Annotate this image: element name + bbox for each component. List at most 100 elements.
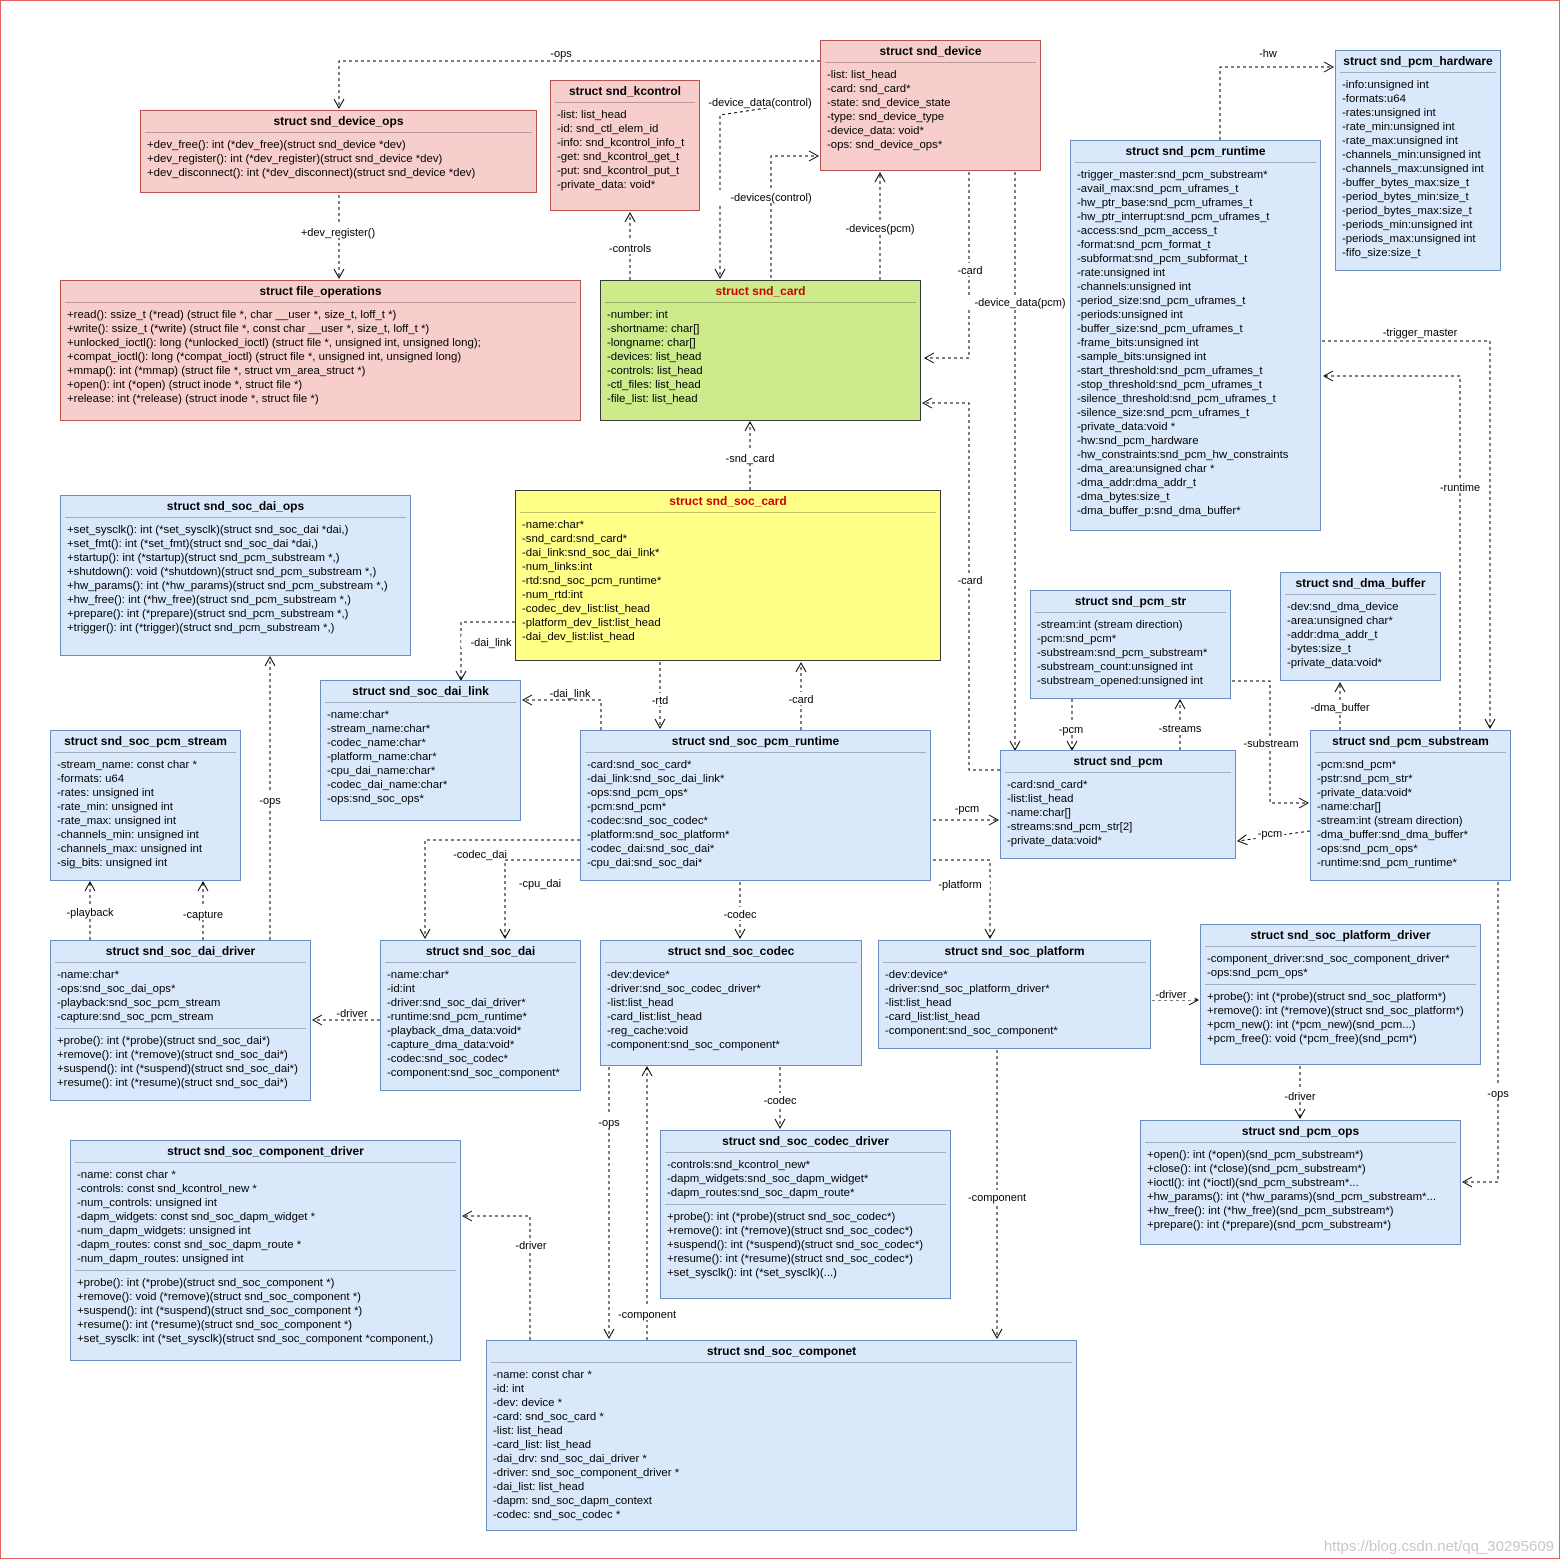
class-member: +remove(): int (*remove)(struct snd_soc_… <box>57 1049 288 1061</box>
class-box-snd-soc-codec-driver: struct snd_soc_codec_driver-controls:snd… <box>660 1130 951 1299</box>
class-box-snd-pcm-substream: struct snd_pcm_substream-pcm:snd_pcm*-ps… <box>1310 730 1511 881</box>
class-member: -buffer_bytes_max:size_t <box>1342 177 1470 189</box>
class-member: -pcm:snd_pcm* <box>587 801 667 813</box>
class-member: -dma_buffer:snd_dma_buffer* <box>1317 829 1468 841</box>
class-member: +resume(): int (*resume)(struct snd_soc_… <box>57 1077 288 1089</box>
edge-label-bg <box>783 692 819 705</box>
class-member: -dev: device * <box>493 1397 563 1409</box>
class-member: +remove(): int (*remove)(struct snd_soc_… <box>1207 1005 1464 1017</box>
class-member: +dev_free(): int (*dev_free)(struct snd_… <box>147 139 406 151</box>
class-box-snd-soc-pcm-runtime: struct snd_soc_pcm_runtime-card:snd_soc_… <box>580 730 931 881</box>
class-member: -number: int <box>607 309 668 321</box>
class-member: -list: list_head <box>557 109 627 121</box>
class-member: -get: snd_kcontrol_get_t <box>557 151 680 163</box>
edge-label-bg <box>1238 736 1304 749</box>
class-member: -platform:snd_soc_platform* <box>587 829 730 841</box>
class-attributes: -name:char*-stream_name:char*-codec_name… <box>321 703 520 810</box>
class-title: struct snd_dma_buffer <box>1295 576 1426 590</box>
edge-label: -component <box>968 1192 1026 1204</box>
section-divider <box>55 962 306 963</box>
edge-label: -pcm <box>955 803 979 815</box>
class-attributes: +read(): ssize_t (*read) (struct file *,… <box>61 303 580 410</box>
class-title: struct snd_soc_dai_driver <box>105 944 256 958</box>
class-box-snd-soc-dai: struct snd_soc_dai -name:char*-id:int-dri… <box>380 940 581 1091</box>
class-title: struct snd_soc_dai_ops <box>166 499 305 513</box>
edge-label-bg <box>1056 722 1086 735</box>
class-member: -access:snd_pcm_access_t <box>1077 225 1217 237</box>
class-member: +set_sysclk: int (*set_sysclk)(struct sn… <box>77 1333 434 1345</box>
class-box-snd-pcm-ops: struct snd_pcm_ops+open(): int (*open)(s… <box>1140 1120 1461 1245</box>
edge-label: -card <box>957 265 982 277</box>
class-member: -ops:snd_soc_ops* <box>327 793 424 805</box>
class-member: -private_data:void* <box>1317 787 1412 799</box>
section-divider <box>1340 72 1496 73</box>
section-divider <box>491 1362 1072 1363</box>
class-member: -codec_dai_name:char* <box>327 779 448 791</box>
class-title: struct snd_device <box>879 44 982 58</box>
class-member: -ops:snd_pcm_ops* <box>587 787 688 799</box>
class-member: -longname: char[] <box>607 337 696 349</box>
class-member: -private_data:void* <box>1007 835 1102 847</box>
class-member: +probe(): int (*probe)(struct snd_soc_co… <box>77 1277 335 1289</box>
class-title: struct snd_pcm_hardware <box>1343 54 1493 68</box>
class-member: -controls: list_head <box>607 365 703 377</box>
class-member: -codec_name:char* <box>327 737 426 749</box>
class-member: +close(): int (*close)(snd_pcm_substream… <box>1147 1163 1366 1175</box>
class-member: +release: int (*release) (struct inode *… <box>67 393 319 405</box>
class-member: -hw_constraints:snd_pcm_hw_constraints <box>1077 449 1289 461</box>
edge-label-bg <box>328 1006 376 1019</box>
class-member: -dapm_routes:snd_soc_dapm_route* <box>667 1187 855 1199</box>
class-member: -formats:u64 <box>1342 93 1406 105</box>
class-member: -driver:snd_soc_platform_driver* <box>885 983 1050 995</box>
edge-label-bg <box>952 573 988 586</box>
class-title: struct snd_soc_platform_driver <box>1250 928 1431 942</box>
class-attributes: -name: const char *-id: int-dev: device … <box>487 1363 1076 1526</box>
class-member: -rtd:snd_soc_pcm_runtime* <box>522 575 662 587</box>
class-box-snd-dma-buffer: struct snd_dma_buffer-dev:snd_dma_device… <box>1280 572 1441 681</box>
edge-label: -streams <box>1159 723 1202 735</box>
section-divider <box>555 102 695 103</box>
class-title: struct snd_soc_dai <box>425 944 536 958</box>
edge-label: -trigger_master <box>1383 327 1458 339</box>
class-member: -dapm_widgets:snd_soc_dapm_widget* <box>667 1173 869 1185</box>
class-member: -stop_threshold:snd_pcm_uframes_t <box>1077 379 1262 391</box>
edge-label-bg <box>965 295 1075 308</box>
edge-label-bg <box>1433 480 1487 493</box>
class-member: -list: list_head <box>827 69 897 81</box>
class-attributes: -name:char*-id:int-driver:snd_soc_dai_dr… <box>381 963 580 1084</box>
class-box-snd-card: struct snd_card-number: int-shortname: c… <box>600 280 921 421</box>
class-box-snd-soc-pcm-stream: struct snd_soc_pcm_stream-stream_name: c… <box>50 730 241 881</box>
association-edge <box>923 172 970 364</box>
class-member: -channels_max: unsigned int <box>57 843 203 855</box>
edge-label: -dai_link <box>471 637 512 649</box>
association-edge <box>461 1210 531 1340</box>
class-attributes: -component_driver:snd_soc_component_driv… <box>1201 947 1480 984</box>
class-member: -platform_name:char* <box>327 751 437 763</box>
class-member: -hw:snd_pcm_hardware <box>1077 435 1199 447</box>
class-member: -card_list:list_head <box>885 1011 980 1023</box>
class-member: -silence_size:snd_pcm_uframes_t <box>1077 407 1250 419</box>
class-member: -device_data: void* <box>827 125 924 137</box>
class-member: -ops:snd_pcm_ops* <box>1207 967 1308 979</box>
edge-label-bg <box>964 1190 1030 1203</box>
class-member: -list:list_head <box>885 997 952 1009</box>
class-member: -num_controls: unsigned int <box>77 1197 217 1209</box>
class-member: -ctl_files: list_head <box>607 379 701 391</box>
edge-label: -component <box>618 1309 676 1321</box>
class-member: -name:char[] <box>1317 801 1381 813</box>
class-member: -area:unsigned char* <box>1287 615 1393 627</box>
class-title: struct snd_pcm <box>1073 754 1163 768</box>
edge-label-bg <box>600 241 660 254</box>
edge-label: -devices(pcm) <box>845 223 914 235</box>
edge-label-bg <box>461 635 521 648</box>
section-divider <box>605 962 857 963</box>
edge-label-bg <box>952 263 988 276</box>
class-member: +probe(): int (*probe)(struct snd_soc_co… <box>667 1211 896 1223</box>
class-member: -stream:int (stream direction) <box>1317 815 1463 827</box>
section-divider <box>145 132 532 133</box>
edge-label: -driver <box>1284 1091 1316 1103</box>
class-attributes: -card:snd_soc_card*-dai_link:snd_soc_dai… <box>581 753 930 874</box>
edge-label: -dai_link <box>550 688 591 700</box>
class-member: -devices: list_head <box>607 351 702 363</box>
